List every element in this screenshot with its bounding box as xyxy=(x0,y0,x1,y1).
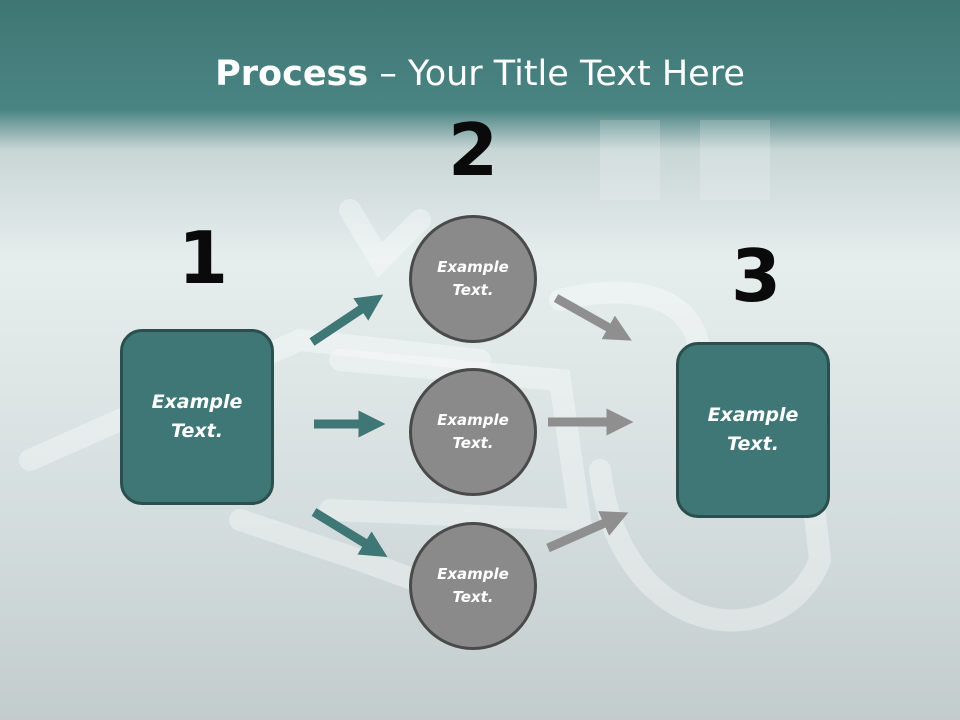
left-box-label: Example Text. xyxy=(151,391,243,442)
title-rest: – Your Title Text Here xyxy=(368,54,745,94)
process-circle-top: Example Text. xyxy=(409,215,537,343)
circle-top-label: Example Text. xyxy=(437,258,509,299)
step-number-2: 2 xyxy=(448,108,499,192)
step-number-3: 3 xyxy=(731,234,782,318)
right-box-label: Example Text. xyxy=(707,404,799,455)
title-bold: Process xyxy=(215,54,369,94)
process-circle-bottom: Example Text. xyxy=(409,522,537,650)
circle-middle-label: Example Text. xyxy=(437,411,509,452)
left-process-box: Example Text. xyxy=(120,329,274,505)
step-number-1: 1 xyxy=(178,216,229,300)
process-circle-middle: Example Text. xyxy=(409,368,537,496)
arrow-left-to-top xyxy=(309,294,384,346)
circle-bottom-label: Example Text. xyxy=(437,565,509,606)
right-process-box: Example Text. xyxy=(676,342,830,518)
slide-title: Process – Your Title Text Here xyxy=(0,52,960,96)
arrow-left-to-bottom xyxy=(311,508,388,558)
arrow-top-to-right xyxy=(553,294,632,341)
arrow-bottom-to-right xyxy=(546,511,629,553)
